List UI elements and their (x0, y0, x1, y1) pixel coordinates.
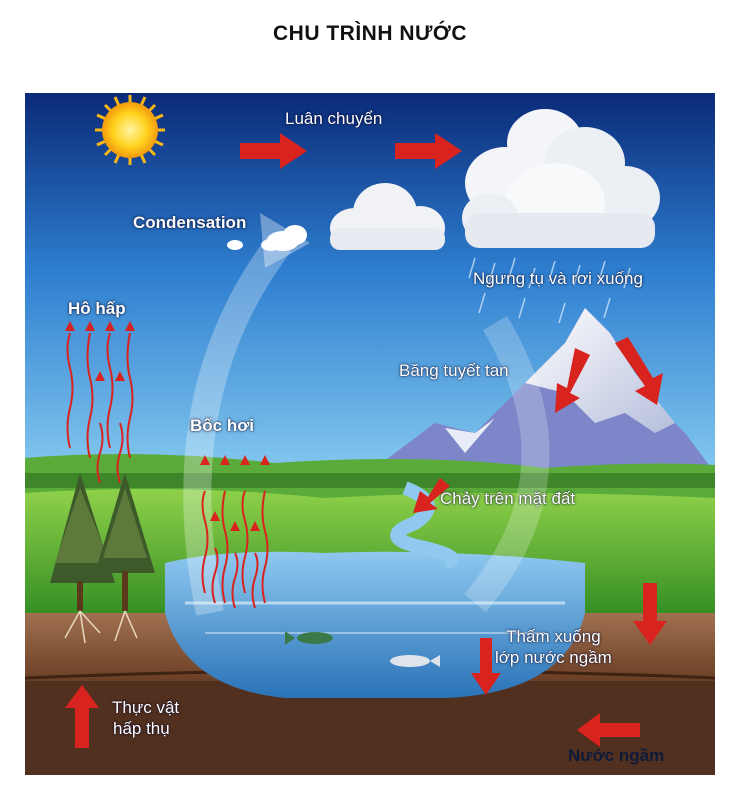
label-infiltration-line1: Thấm xuống (506, 627, 601, 646)
diagram-canvas (24, 93, 716, 775)
label-plant-uptake-line2: hấp thụ (113, 719, 170, 738)
label-plant-uptake-line1: Thực vật (112, 698, 180, 717)
water-cycle-diagram: Luân chuyển Condensation Ngưng tụ và rơi… (24, 93, 716, 775)
sun-icon (95, 95, 165, 165)
fish-icon (285, 631, 440, 667)
label-snowmelt: Băng tuyết tan (399, 361, 509, 380)
label-groundwater: Nước ngầm (568, 746, 665, 765)
evaporation-arrows (201, 490, 269, 609)
arrow-icon (65, 133, 667, 748)
label-condensation: Condensation (133, 213, 247, 232)
lake (165, 551, 585, 698)
label-evaporation: Bốc hơi (190, 416, 255, 435)
tree-icon (50, 473, 155, 644)
mountain-icon (375, 308, 715, 493)
respiration-arrows (66, 332, 134, 484)
rain (468, 257, 631, 324)
label-transport: Luân chuyển (285, 109, 383, 128)
label-plant-uptake: Thực vật hấp thụ (112, 697, 179, 739)
label-infiltration-line2: lớp nước ngầm (495, 648, 612, 667)
cloud-icon (227, 109, 660, 251)
label-precipitation: Ngưng tụ và rơi xuống (473, 269, 643, 288)
label-runoff: Chảy trên mặt đất (440, 489, 576, 508)
page-title: CHU TRÌNH NƯỚC (273, 22, 467, 45)
respiration-arrowheads (65, 321, 135, 381)
label-infiltration: Thấm xuống lớp nước ngầm (495, 626, 612, 668)
cycle-arc (183, 234, 292, 616)
label-respiration: Hô hấp (68, 299, 126, 318)
evaporation-arrowheads (200, 455, 270, 531)
